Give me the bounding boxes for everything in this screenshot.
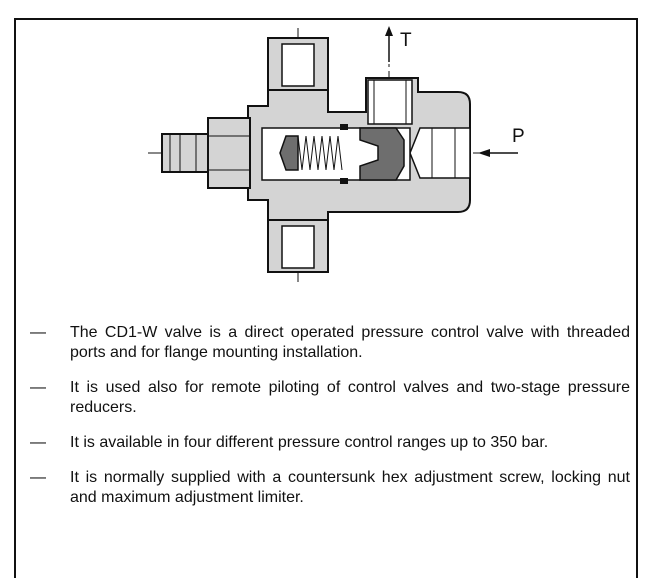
spring-guide (279, 135, 299, 171)
bullet-dash: — (30, 469, 46, 486)
p-port-bore (409, 127, 471, 179)
seal-ring-bottom (340, 178, 348, 184)
description-text: It is normally supplied with a countersu… (70, 469, 630, 506)
adjustment-screw (161, 133, 209, 173)
bottom-bolt-hole (281, 225, 315, 269)
description-item: — It is used also for remote piloting of… (30, 378, 630, 418)
description-text: It is used also for remote piloting of c… (70, 379, 630, 416)
seal-ring-top (340, 124, 348, 130)
spring (297, 135, 343, 171)
description-item: — The CD1-W valve is a direct operated p… (30, 323, 630, 363)
content-frame (14, 18, 638, 578)
port-label-t: T (400, 30, 412, 51)
bullet-dash: — (30, 434, 46, 451)
locking-nut (207, 117, 251, 189)
bullet-dash: — (30, 379, 46, 396)
valve-cross-section-diagram: T P (148, 26, 525, 285)
bullet-dash: — (30, 324, 46, 341)
top-bolt-hole (281, 43, 315, 87)
description-text: It is available in four different pressu… (70, 434, 549, 451)
description-list: — The CD1-W valve is a direct operated p… (30, 323, 630, 523)
t-arrow-head (385, 26, 393, 36)
p-arrow-head (478, 149, 490, 157)
poppet-seat (359, 127, 405, 181)
description-item: — It is available in four different pres… (30, 433, 630, 453)
description-text: The CD1-W valve is a direct operated pre… (70, 324, 630, 361)
port-label-p: P (512, 126, 525, 147)
t-port-bore (367, 79, 413, 125)
description-item: — It is normally supplied with a counter… (30, 468, 630, 508)
